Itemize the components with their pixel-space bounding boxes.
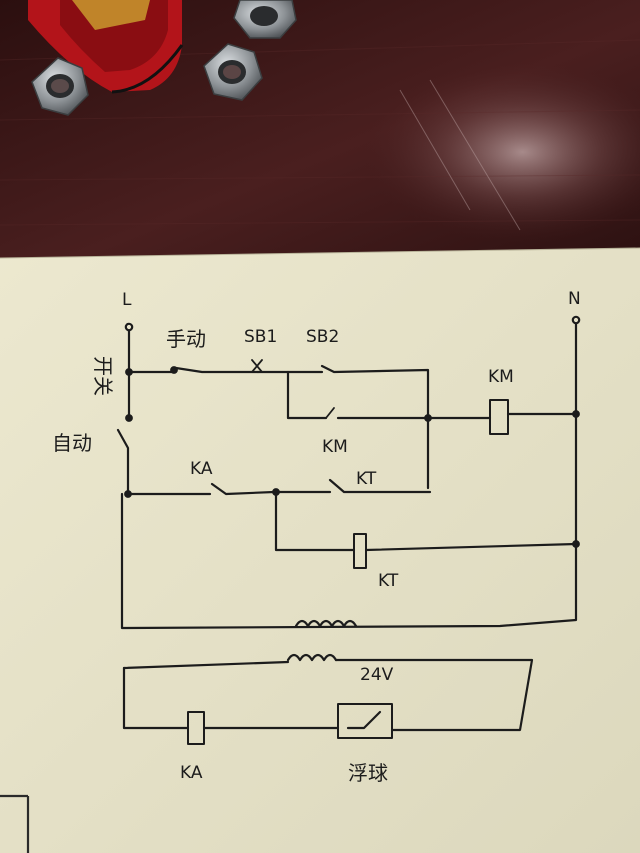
label-sb1: SB1 xyxy=(244,327,277,347)
label-N: N xyxy=(568,289,581,309)
label-ka-coil: KA xyxy=(180,763,203,783)
label-float-switch: 浮球 xyxy=(348,761,388,785)
hex-nut-center xyxy=(203,43,263,101)
hex-nut-top xyxy=(233,0,297,39)
label-selector-switch: 开关 xyxy=(91,356,115,396)
label-ka-contact: KA xyxy=(190,459,213,479)
label-voltage: 24V xyxy=(360,665,394,685)
diagram-labels: L N 开关 手动 自动 SB1 SB2 KM KM KA KT KT 24V … xyxy=(52,289,581,785)
label-km-contact: KM xyxy=(322,437,348,457)
label-manual: 手动 xyxy=(166,327,206,351)
label-sb2: SB2 xyxy=(306,327,339,347)
hex-nut-left xyxy=(31,57,89,116)
red-lighter-object xyxy=(28,0,184,94)
circuit-wiring xyxy=(116,315,581,745)
label-L: L xyxy=(122,290,132,310)
wood-table xyxy=(0,0,640,262)
label-auto: 自动 xyxy=(52,431,92,455)
label-km-coil: KM xyxy=(488,367,514,387)
label-kt-contact: KT xyxy=(356,469,377,489)
label-kt-coil: KT xyxy=(378,571,399,591)
